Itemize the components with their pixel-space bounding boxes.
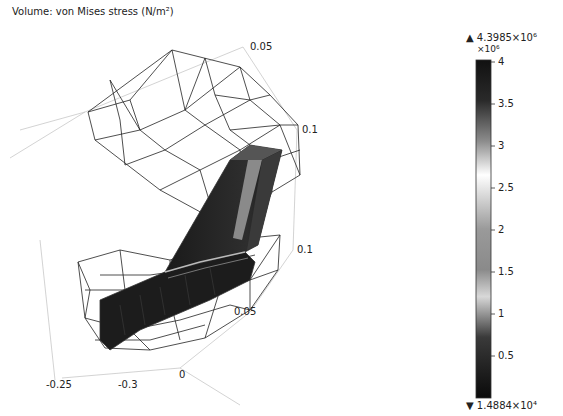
max-value: ▲ 4.3985×10⁶ bbox=[466, 32, 537, 44]
color-bar-tick: 3.5 bbox=[498, 98, 514, 110]
color-bar-tick: 1.5 bbox=[498, 266, 514, 278]
color-bar-ticks bbox=[491, 62, 495, 356]
axis-tick: 0.1 bbox=[297, 244, 313, 256]
axis-tick: 0.05 bbox=[234, 306, 256, 318]
axis-tick: -0.3 bbox=[118, 379, 138, 391]
color-bar bbox=[476, 60, 491, 398]
min-value: ▼ 1.4884×10⁴ bbox=[466, 400, 537, 412]
axis-tick: 0.1 bbox=[302, 124, 318, 136]
color-bar-tick: 4 bbox=[498, 56, 504, 68]
axis-lines bbox=[10, 47, 297, 405]
color-bar-tick: 1 bbox=[498, 308, 504, 320]
color-bar-tick: 3 bbox=[498, 140, 504, 152]
plot-title: Volume: von Mises stress (N/m²) bbox=[12, 6, 174, 18]
axis-tick: 0.05 bbox=[250, 41, 272, 53]
axis-tick: 0 bbox=[179, 369, 185, 381]
stressed-body bbox=[100, 145, 282, 350]
color-bar-exponent: ×10⁶ bbox=[477, 44, 500, 55]
color-bar-tick: 0.5 bbox=[498, 350, 514, 362]
color-bar-tick: 2.5 bbox=[498, 182, 514, 194]
axis-tick: -0.25 bbox=[46, 379, 72, 391]
color-bar-tick: 2 bbox=[498, 224, 504, 236]
